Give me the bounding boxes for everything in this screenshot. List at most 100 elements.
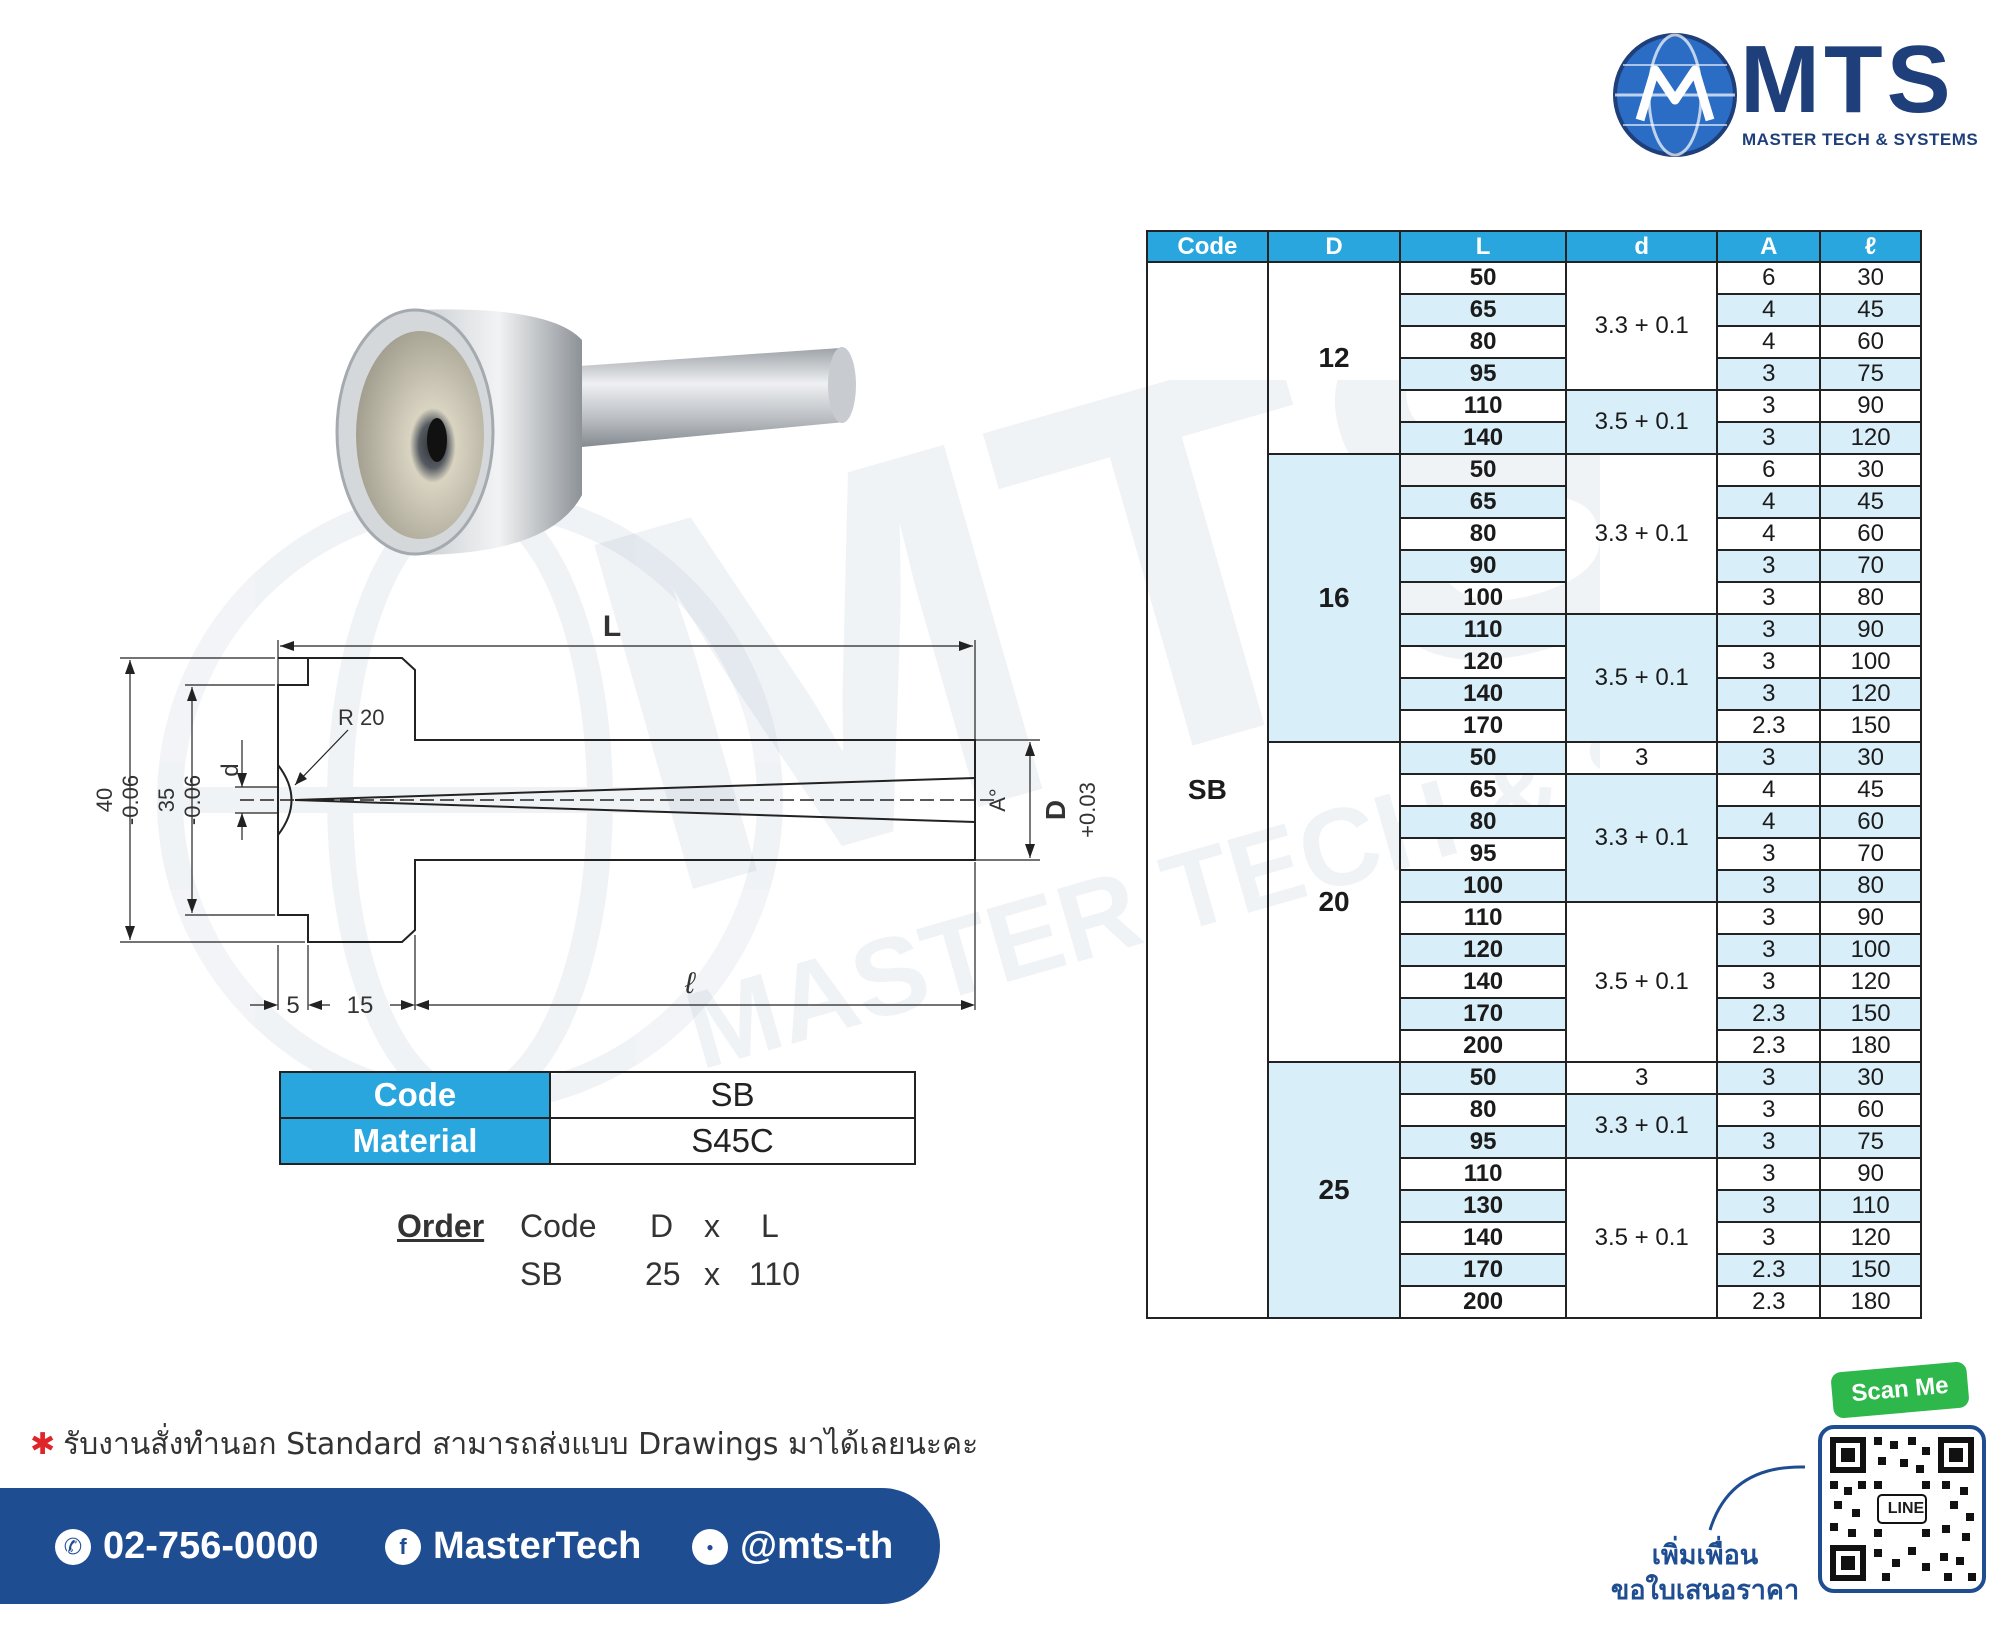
spec-l-cell: 120 <box>1819 677 1922 711</box>
line-id: @mts-th <box>740 1525 894 1567</box>
spec-A-cell: 3 <box>1716 1061 1822 1095</box>
dim-D-label: D <box>1040 800 1071 820</box>
phone-contact[interactable]: ✆ 02-756-0000 <box>55 1525 319 1568</box>
order-x: x <box>704 1208 720 1244</box>
note-text: รับงานสั่งทำนอก Standard สามารถส่งแบบ Dr… <box>63 1427 979 1462</box>
scan-me-badge: Scan Me <box>1830 1361 1970 1419</box>
spec-A-cell: 3 <box>1716 645 1822 679</box>
spec-l-cell: 30 <box>1819 741 1922 775</box>
spec-A-cell: 3 <box>1716 901 1822 935</box>
spec-l-cell: 30 <box>1819 261 1922 295</box>
spec-A-cell: 3 <box>1716 1189 1822 1223</box>
spec-l-cell: 30 <box>1819 453 1922 487</box>
spec-A-cell: 4 <box>1716 325 1822 359</box>
spec-A-cell: 4 <box>1716 773 1822 807</box>
spec-l-cell: 70 <box>1819 549 1922 583</box>
spec-l-cell: 100 <box>1819 933 1922 967</box>
order-ex-code: SB <box>520 1256 563 1292</box>
spec-A-cell: 4 <box>1716 805 1822 839</box>
spec-A-cell: 3 <box>1716 1221 1822 1255</box>
phone-number: 02-756-0000 <box>103 1525 319 1567</box>
spec-l-cell: 90 <box>1819 389 1922 423</box>
spec-d-cell: 3.3 + 0.1 <box>1564 1093 1719 1159</box>
order-ex-x: x <box>704 1256 720 1292</box>
spec-d-cell: 3.3 + 0.1 <box>1564 453 1719 615</box>
logo-wordmark: MTS <box>1740 26 1955 133</box>
order-label: Order <box>397 1208 485 1244</box>
spec-A-cell: 3 <box>1716 1157 1822 1191</box>
spec-l-cell: 45 <box>1819 293 1922 327</box>
line-qr-code[interactable]: LINE <box>1818 1425 1986 1593</box>
spec-l-cell: 90 <box>1819 901 1922 935</box>
spec-l-cell: 30 <box>1819 1061 1922 1095</box>
code-material-table: Code SB Material S45C <box>279 1071 916 1165</box>
spec-L-cell: 110 <box>1399 613 1567 647</box>
spec-L-cell: 110 <box>1399 1157 1567 1191</box>
dim-l-label: ℓ <box>684 967 696 1000</box>
spec-l-cell: 150 <box>1819 1253 1922 1287</box>
phone-icon: ✆ <box>55 1528 91 1565</box>
arrow-icon <box>1708 1465 1806 1531</box>
spec-l-cell: 60 <box>1819 1093 1922 1127</box>
spec-l-cell: 120 <box>1819 965 1922 999</box>
spec-d-cell: 3.5 + 0.1 <box>1564 901 1719 1063</box>
spec-l-cell: 120 <box>1819 1221 1922 1255</box>
spec-A-cell: 6 <box>1716 261 1822 295</box>
spec-L-cell: 65 <box>1399 293 1567 327</box>
qr-line-label: LINE <box>1887 1500 1925 1517</box>
line-contact[interactable]: ● @mts-th <box>692 1525 893 1568</box>
spec-A-cell: 2.3 <box>1716 1253 1822 1287</box>
order-col-L: L <box>761 1208 779 1244</box>
asterisk-icon: ✱ <box>30 1427 56 1462</box>
spec-A-cell: 3 <box>1716 421 1822 455</box>
order-ex-D: 25 <box>645 1256 681 1292</box>
spec-L-cell: 50 <box>1399 741 1567 775</box>
spec-L-cell: 65 <box>1399 773 1567 807</box>
spec-L-cell: 170 <box>1399 709 1567 743</box>
spec-d-cell: 3 <box>1564 741 1719 775</box>
spec-header-code: Code <box>1146 230 1269 263</box>
spec-A-cell: 4 <box>1716 485 1822 519</box>
spec-A-cell: 2.3 <box>1716 1029 1822 1063</box>
spec-l-cell: 180 <box>1819 1029 1922 1063</box>
spec-L-cell: 140 <box>1399 421 1567 455</box>
spec-A-cell: 3 <box>1716 613 1822 647</box>
spec-l-cell: 60 <box>1819 325 1922 359</box>
spec-D-cell: 25 <box>1266 1061 1402 1319</box>
spec-l-cell: 90 <box>1819 1157 1922 1191</box>
product-photo <box>335 308 856 556</box>
spec-A-cell: 3 <box>1716 1093 1822 1127</box>
spec-A-cell: 3 <box>1716 549 1822 583</box>
spec-code-cell: SB <box>1146 261 1269 1319</box>
spec-L-cell: 50 <box>1399 1061 1567 1095</box>
dim-A-label: A° <box>985 788 1010 811</box>
spec-D-cell: 20 <box>1266 741 1402 1063</box>
spec-A-cell: 2.3 <box>1716 997 1822 1031</box>
spec-l-cell: 70 <box>1819 837 1922 871</box>
dim-35-tol-label: -0.06 <box>180 775 205 825</box>
spec-header-d: d <box>1564 230 1719 263</box>
qr-caption-quote: ขอใบเสนอราคา <box>1610 1575 1800 1606</box>
spec-L-cell: 80 <box>1399 325 1567 359</box>
facebook-contact[interactable]: f MasterTech <box>385 1525 641 1568</box>
spec-L-cell: 110 <box>1399 389 1567 423</box>
order-col-D: D <box>650 1208 674 1244</box>
spec-L-cell: 110 <box>1399 901 1567 935</box>
spec-A-cell: 3 <box>1716 357 1822 391</box>
spec-l-cell: 180 <box>1819 1285 1922 1319</box>
spec-L-cell: 95 <box>1399 1125 1567 1159</box>
spec-l-cell: 60 <box>1819 805 1922 839</box>
technical-drawing: L R 20 d 40 -0.06 35 -0.06 A° D +0.03 5 … <box>92 610 1100 1019</box>
